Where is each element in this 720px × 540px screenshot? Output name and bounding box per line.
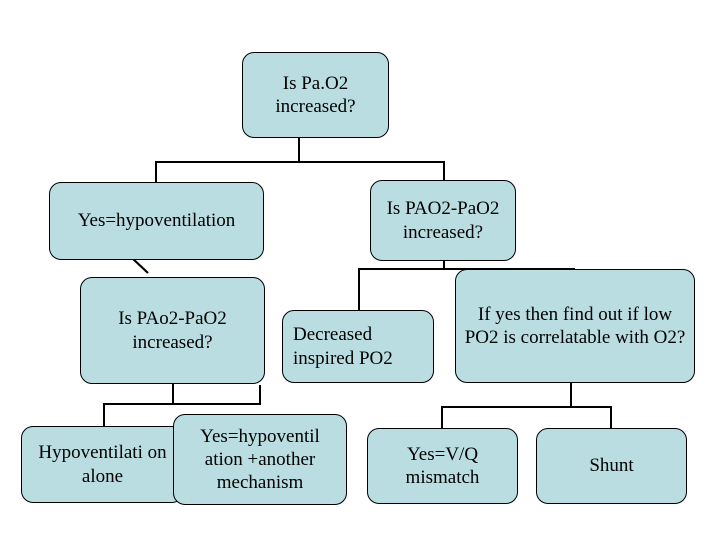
node-is-pao2-pao2-increased-left[interactable]: Is PAo2-PaO2 increased? <box>80 277 265 384</box>
connector-ifyes-left-drop <box>441 406 443 428</box>
node-label: Is PAO2-PaO2 increased? <box>386 198 500 243</box>
node-decreased-inspired-po2[interactable]: Decreased inspired PO2 <box>282 310 434 383</box>
node-label: Is PAo2-PaO2 increased? <box>118 308 227 353</box>
node-hypoventilation-alone[interactable]: Hypoventilati on alone <box>21 426 184 503</box>
node-label: Decreased inspired PO2 <box>293 324 393 369</box>
connector-ifyes-bar <box>441 406 612 408</box>
connector-ifyes-right-drop <box>610 406 612 428</box>
node-yes-vq-mismatch[interactable]: Yes=V/Q mismatch <box>367 428 518 504</box>
node-label: Is Pa.O2 increased? <box>275 72 356 117</box>
node-is-pao2-increased[interactable]: Is Pa.O2 increased? <box>242 52 389 138</box>
node-is-pao2-pao2-increased[interactable]: Is PAO2-PaO2 increased? <box>370 180 516 261</box>
node-yes-hypoventilation[interactable]: Yes=hypoventilation <box>49 182 264 260</box>
connector-left-branch-right-drop <box>259 385 261 404</box>
node-label: Yes=hypoventilation <box>77 210 236 232</box>
connector-root-right-drop <box>443 161 445 181</box>
connector-diagonal-hypovent <box>131 257 149 274</box>
connector-left-branch-stem <box>172 383 174 404</box>
node-if-yes-find-out[interactable]: If yes then find out if low PO2 is corre… <box>455 269 695 383</box>
node-label: Yes=hypoventil ation +another mechanism <box>200 425 320 494</box>
connector-root-stem <box>298 137 300 162</box>
node-label: Yes=V/Q mismatch <box>405 443 480 488</box>
connector-root-bar <box>155 161 444 163</box>
connector-ifyes-stem <box>570 383 572 407</box>
node-label: Shunt <box>589 455 634 477</box>
node-label: Hypoventilati on alone <box>38 442 167 487</box>
connector-left-branch-left-drop <box>103 403 105 426</box>
connector-root-left-drop <box>155 161 157 183</box>
node-shunt[interactable]: Shunt <box>536 428 687 504</box>
connector-pao2-stem <box>443 260 445 270</box>
connector-pao2-left-drop <box>358 268 360 310</box>
node-yes-hypoventilation-plus[interactable]: Yes=hypoventil ation +another mechanism <box>173 414 347 505</box>
connector-left-branch-bar <box>103 403 261 405</box>
node-label: If yes then find out if low PO2 is corre… <box>464 303 686 348</box>
